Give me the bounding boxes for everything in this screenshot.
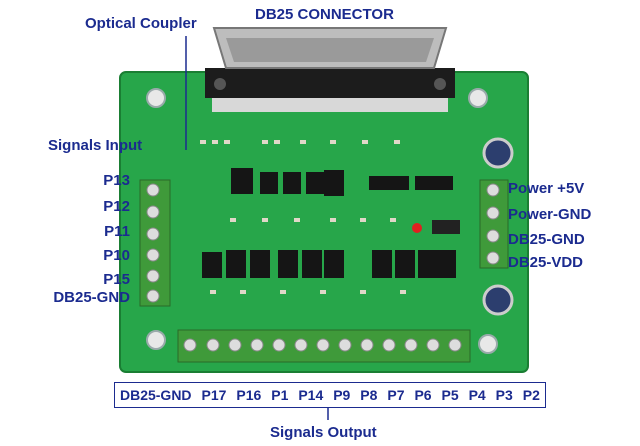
jumper-header (432, 220, 460, 234)
output-pin: P2 (522, 387, 540, 403)
mounting-holes (146, 88, 498, 354)
output-pin: P3 (495, 387, 513, 403)
signals-input-label: Signals Input (48, 137, 143, 154)
power-label-gnd: Power-GND (508, 206, 592, 223)
output-pin: DB25-GND (119, 387, 192, 403)
db25-connector-label: DB25 CONNECTOR (255, 6, 394, 23)
input-label-p11: P11 (104, 223, 130, 240)
signals-output-label: Signals Output (270, 424, 377, 441)
optical-coupler-label: Optical Coupler (85, 15, 197, 32)
power-label-db25-gnd: DB25-GND (508, 231, 585, 248)
pointer-lines (185, 36, 329, 420)
output-pin: P1 (271, 387, 289, 403)
signals-output-pin-list: DB25-GND P17 P16 P1 P14 P9 P8 P7 P6 P5 P… (114, 382, 546, 408)
power-label-5v: Power +5V (508, 180, 585, 197)
output-terminal-block (177, 329, 471, 363)
output-pin: P7 (387, 387, 405, 403)
input-label-p13: P13 (103, 172, 130, 189)
power-label-db25-vdd: DB25-VDD (508, 254, 584, 271)
input-label-p10: P10 (103, 247, 130, 264)
input-label-db25-gnd: DB25-GND (53, 289, 130, 306)
optocoupler-row-top (231, 168, 453, 196)
output-pin: P16 (236, 387, 262, 403)
power-terminal-block (479, 179, 509, 269)
output-pin: P5 (441, 387, 459, 403)
output-pin: P8 (360, 387, 378, 403)
output-pin: P6 (414, 387, 432, 403)
input-label-p15: P15 (103, 271, 130, 288)
output-pin: P4 (468, 387, 486, 403)
pcb-board (119, 71, 529, 373)
output-pin: P9 (333, 387, 351, 403)
input-terminal-block (139, 179, 171, 307)
led (412, 223, 422, 233)
db25-connector (205, 27, 455, 112)
output-pin: P14 (298, 387, 324, 403)
capacitors (482, 137, 514, 316)
optocoupler-row-bottom (202, 250, 456, 278)
input-label-p12: P12 (103, 198, 130, 215)
output-pin: P17 (201, 387, 227, 403)
smd-components (200, 140, 406, 294)
